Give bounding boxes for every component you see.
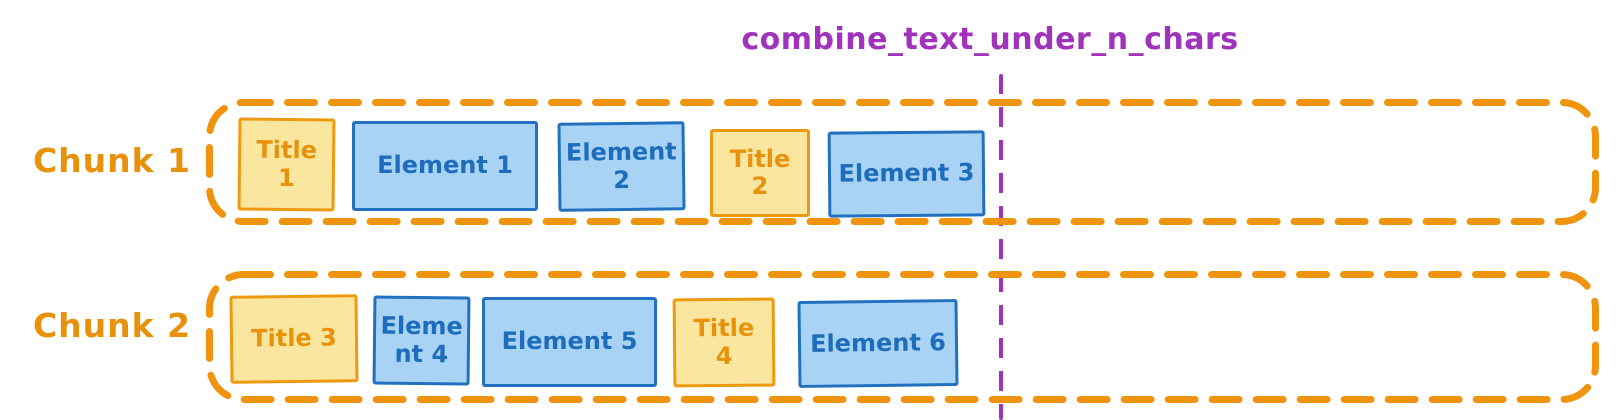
box-label: nt 4 (394, 339, 449, 368)
element-box: Element 5 (482, 297, 657, 387)
title-box: Title 1 (237, 117, 336, 212)
box-label: 4 (715, 341, 733, 370)
box-label: Element (565, 137, 677, 167)
element-box: Element 2 (557, 121, 686, 212)
title-box: Title 3 (229, 294, 359, 384)
chunk-1-label: Chunk 1 (32, 141, 192, 180)
box-label: 1 (277, 163, 295, 192)
box-label: Element 5 (501, 327, 638, 356)
box-label: Title (693, 313, 755, 343)
box-label: Eleme (380, 311, 463, 341)
element-box: Eleme nt 4 (372, 295, 471, 386)
title-box: Title 4 (672, 297, 776, 388)
box-label: Title (256, 135, 318, 165)
combine-threshold-line (999, 74, 1003, 420)
title-box: Title 2 (710, 129, 810, 217)
box-label: Element 6 (809, 327, 947, 358)
box-label: 2 (613, 165, 631, 194)
chunk-1-boundary (206, 99, 1599, 225)
box-label: Element 3 (838, 158, 975, 188)
box-label: Element 1 (377, 151, 513, 180)
chunk-2-label: Chunk 2 (32, 306, 192, 345)
chunk-2-boundary (206, 271, 1599, 403)
element-box: Element 3 (827, 130, 986, 218)
combine-threshold-label: combine_text_under_n_chars (741, 22, 1239, 57)
box-label: Title (729, 144, 791, 173)
element-box: Element 6 (797, 299, 959, 388)
box-label: Title 3 (250, 323, 337, 353)
box-label: 2 (751, 172, 769, 200)
element-box: Element 1 (352, 121, 538, 211)
